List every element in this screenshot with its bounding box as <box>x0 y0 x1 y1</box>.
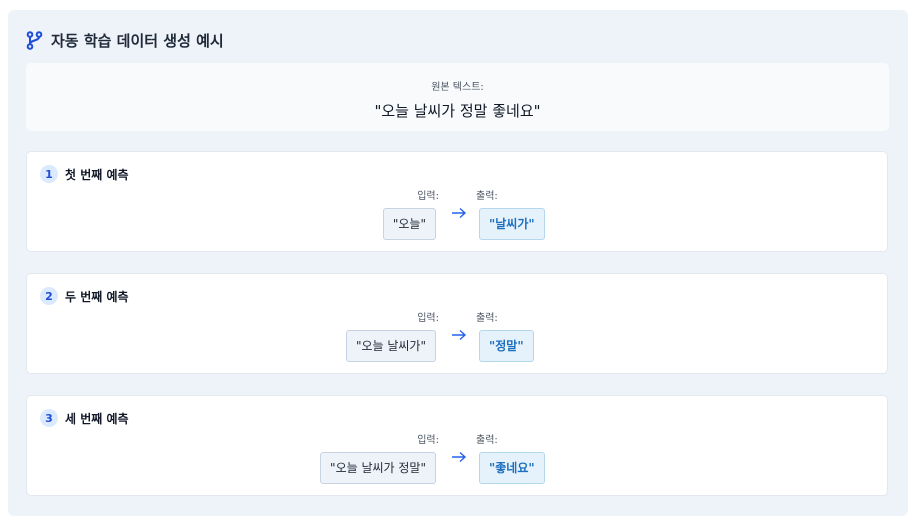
step-number-badge: 3 <box>40 409 58 427</box>
output-label: 출력: <box>476 191 498 202</box>
input-label: 입력: <box>417 435 439 446</box>
prediction-title: 세 번째 예측 <box>65 411 129 426</box>
diagram-header: 자동 학습 데이터 생성 예시 <box>26 30 224 50</box>
prediction-title: 두 번째 예측 <box>65 289 129 304</box>
diagram-panel: 자동 학습 데이터 생성 예시 원본 텍스트: "오늘 날씨가 정말 좋네요" … <box>8 10 908 516</box>
input-column: 입력: "오늘" <box>382 190 439 240</box>
prediction-card-header: 3 세 번째 예측 <box>40 409 129 427</box>
prediction-title: 첫 번째 예측 <box>65 167 129 182</box>
output-box: "날씨가" <box>479 208 545 240</box>
input-output-row: 입력: "오늘 날씨가" 출력: "정말" <box>27 312 887 368</box>
input-output-row: 입력: "오늘" 출력: "날씨가" <box>27 190 887 246</box>
input-box: "오늘 날씨가" <box>345 330 436 362</box>
output-label: 출력: <box>476 435 498 446</box>
step-number-badge: 1 <box>40 165 58 183</box>
arrow-right-icon <box>452 451 467 463</box>
prediction-card: 1 첫 번째 예측 입력: "오늘" 출력: "날씨가" <box>26 151 888 252</box>
input-label: 입력: <box>417 191 439 202</box>
prediction-card: 3 세 번째 예측 입력: "오늘 날씨가 정말" 출력: "좋네요" <box>26 395 888 496</box>
output-box: "정말" <box>479 330 534 362</box>
prediction-card: 2 두 번째 예측 입력: "오늘 날씨가" 출력: "정말" <box>26 273 888 374</box>
input-column: 입력: "오늘 날씨가 정말" <box>320 434 439 484</box>
output-column: 출력: "정말" <box>476 312 534 362</box>
input-box: "오늘 날씨가 정말" <box>320 452 436 484</box>
input-column: 입력: "오늘 날씨가" <box>345 312 439 362</box>
output-column: 출력: "날씨가" <box>476 190 545 240</box>
output-column: 출력: "좋네요" <box>476 434 545 484</box>
prediction-card-header: 1 첫 번째 예측 <box>40 165 129 183</box>
source-label: 원본 텍스트: <box>431 82 484 93</box>
arrow-right-icon <box>452 329 467 341</box>
prediction-card-header: 2 두 번째 예측 <box>40 287 129 305</box>
output-label: 출력: <box>476 313 498 324</box>
input-output-row: 입력: "오늘 날씨가 정말" 출력: "좋네요" <box>27 434 887 490</box>
input-label: 입력: <box>417 313 439 324</box>
step-number-badge: 2 <box>40 287 58 305</box>
arrow-right-icon <box>452 207 467 219</box>
input-box: "오늘" <box>382 208 436 240</box>
source-text: "오늘 날씨가 정말 좋네요" <box>374 102 541 120</box>
page-title: 자동 학습 데이터 생성 예시 <box>51 31 224 50</box>
output-box: "좋네요" <box>479 452 545 484</box>
source-text-box: 원본 텍스트: "오늘 날씨가 정말 좋네요" <box>26 63 889 131</box>
git-branch-icon <box>26 30 43 50</box>
